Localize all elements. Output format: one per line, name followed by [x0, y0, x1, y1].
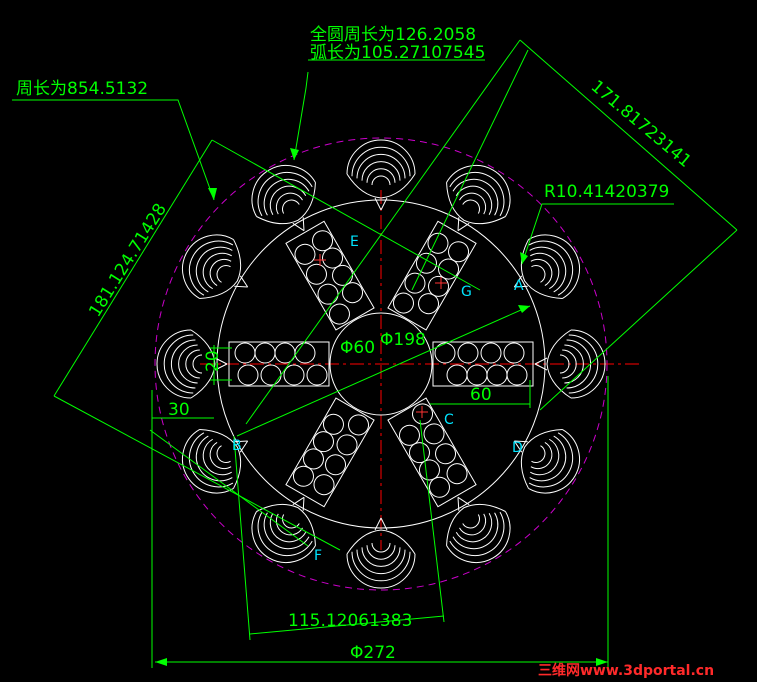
aligned-dim-top-right-text: 171.81723141 [587, 77, 695, 172]
diameter-272-text: Φ272 [350, 643, 396, 663]
slot [387, 220, 477, 331]
point-label-c: C [444, 412, 454, 428]
center-hole [329, 312, 433, 416]
dim-20-text: 20 [203, 350, 223, 372]
full-circle-perimeter-text: 全圆周长为126.2058 [310, 25, 476, 45]
aligned-dim-left-text: 181.124.71428 [85, 200, 171, 321]
radial-slots [228, 220, 534, 508]
scallop-feature [346, 517, 416, 589]
point-label-g: G [461, 284, 472, 300]
scallop-feature [182, 429, 249, 494]
arrowheads [155, 148, 608, 666]
scallop-feature [346, 139, 416, 211]
scallop-feature [513, 429, 580, 494]
dimension-lines [12, 39, 738, 668]
point-label-e: E [350, 234, 359, 250]
disc-outline [216, 199, 546, 529]
point-label-f: F [314, 548, 322, 564]
perimeter-text: 周长为854.5132 [16, 79, 148, 99]
scallop-feature [446, 496, 511, 563]
disc-body [156, 139, 606, 589]
scallop-feature [513, 234, 580, 299]
scallop-feature [446, 165, 511, 232]
inner-diameter-text: Φ60 [340, 338, 375, 358]
slot [285, 220, 375, 331]
dim-60-text: 60 [470, 385, 492, 405]
dim-30-text: 30 [168, 400, 190, 420]
scallop-feature [534, 329, 606, 399]
diameter-198-text: Φ198 [380, 330, 426, 350]
point-label-a: A [514, 278, 524, 294]
slot [432, 341, 534, 387]
scallop-feature [251, 496, 316, 563]
bottom-length-text: 115.12061383 [288, 611, 412, 631]
point-label-d: D [512, 440, 523, 456]
slot [387, 397, 477, 508]
watermark-text: 三维网www.3dportal.cn [538, 662, 714, 679]
center-marks [314, 254, 447, 418]
scallop-feature [156, 329, 228, 399]
centerlines [200, 190, 640, 550]
radius-text: R10.41420379 [544, 182, 669, 202]
arc-length-text: 弧长为105.27107545 [310, 43, 485, 63]
scallop-feature [182, 234, 249, 299]
slot [285, 397, 375, 508]
point-label-b: B [232, 438, 242, 454]
